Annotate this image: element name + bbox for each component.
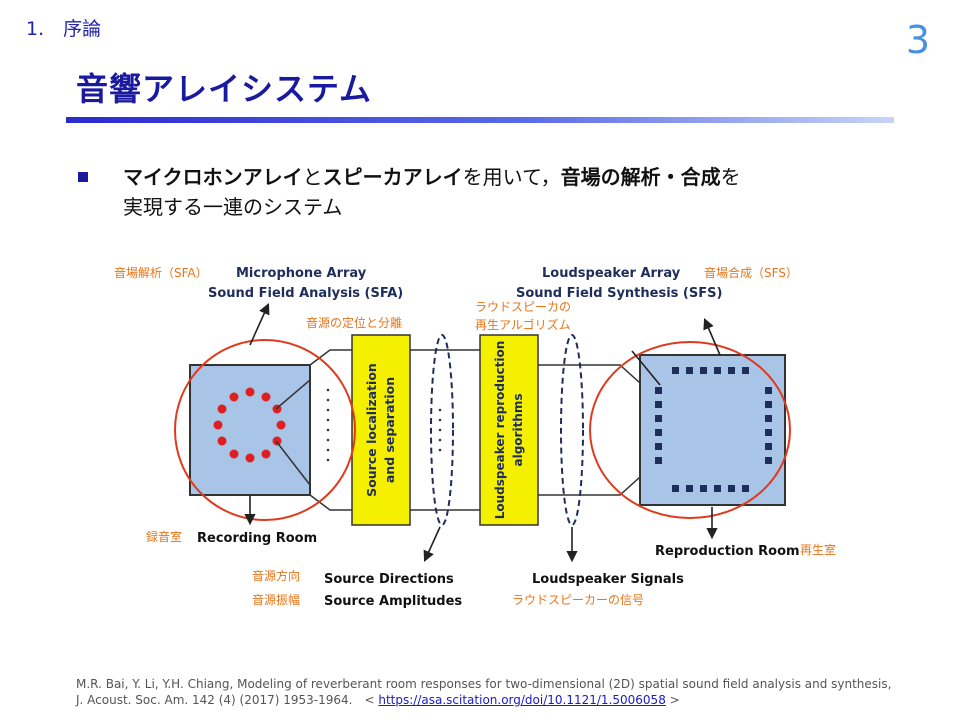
localization-jp-label: 音源の定位と分離 [306, 315, 402, 330]
bullet-square-icon [78, 172, 88, 182]
bullet-speaker-array: スピーカアレイ [322, 165, 463, 189]
sfa-arrow [249, 302, 270, 346]
localization-label-2: and separation [382, 377, 397, 483]
amplitude-jp-label: 音源振幅 [252, 592, 300, 607]
amplitude-en-label: Source Amplitudes [324, 594, 462, 609]
sfs-pointer [631, 350, 661, 386]
synthesis-highlight-ellipse [589, 341, 791, 519]
reference-citation: M.R. Bai, Y. Li, Y.H. Chiang, Modeling o… [76, 676, 896, 708]
bullet-analysis-synthesis: 音場の解析・合成 [560, 165, 721, 189]
sfs-jp-label: 音場合成（SFS） [704, 265, 798, 280]
signal-rails [275, 349, 641, 511]
sound-array-diagram: Source localization and separation Louds… [114, 265, 836, 609]
bullet-using: を用いて， [462, 165, 561, 189]
loudspeaker-squares [655, 367, 772, 492]
recording-en-label: Recording Room [197, 531, 317, 546]
signal-bundle-ellipse [560, 334, 584, 526]
microphone-ring [213, 387, 286, 463]
reproduction-block [479, 334, 539, 526]
dotted-channels [326, 388, 442, 462]
recording-room-box [189, 364, 311, 496]
reproduction-label-1: Loudspeaker reproduction [493, 341, 507, 520]
source-bundle-ellipse [430, 334, 454, 526]
signals-jp-label: ラウドスピーカーの信号 [512, 593, 644, 607]
reference-suffix: > [669, 693, 680, 707]
mic-array-label: Microphone Array [236, 266, 367, 281]
localization-label-1: Source localization [364, 363, 379, 497]
title-underline [66, 117, 894, 123]
section-label: 1. 序論 [26, 18, 102, 40]
recording-jp-label: 録音室 [146, 529, 182, 544]
signals-en-label: Loudspeaker Signals [532, 572, 684, 587]
direction-arrow [423, 526, 441, 563]
sfa-jp-label: 音場解析（SFA） [114, 265, 208, 280]
analysis-highlight-ellipse [174, 339, 356, 521]
localization-block [351, 334, 411, 526]
reproduction-room-box [639, 354, 786, 506]
reference-link[interactable]: https://asa.scitation.org/doi/10.1121/1.… [378, 693, 666, 707]
repro-jp-label-2: 再生アルゴリズム [475, 317, 571, 332]
direction-en-label: Source Directions [324, 572, 454, 587]
page-number: 3 [905, 18, 930, 62]
bullet-conj: と [302, 165, 323, 189]
sfs-arrow [703, 317, 721, 356]
reference-text: M.R. Bai, Y. Li, Y.H. Chiang, Modeling o… [76, 677, 892, 707]
sfs-en-label: Sound Field Synthesis (SFS) [516, 286, 722, 301]
ls-array-label: Loudspeaker Array [542, 266, 681, 281]
bullet-line2: 実現する一連のシステム [123, 195, 343, 219]
bullet-text: マイクロホンアレイとスピーカアレイを用いて，音場の解析・合成を実現する一連のシス… [123, 162, 903, 222]
reproduction-label-2: algorithms [511, 393, 525, 466]
reproduction-jp-label: 再生室 [800, 542, 836, 557]
page-title: 音響アレイシステム [76, 70, 373, 108]
bullet-mic-array: マイクロホンアレイ [123, 165, 303, 189]
repro-jp-label-1: ラウドスピーカの [475, 300, 571, 314]
direction-jp-label: 音源方向 [252, 568, 300, 583]
reproduction-en-label: Reproduction Room [655, 544, 800, 559]
bullet-particle: を [720, 165, 741, 189]
sfa-en-label: Sound Field Analysis (SFA) [208, 286, 403, 301]
